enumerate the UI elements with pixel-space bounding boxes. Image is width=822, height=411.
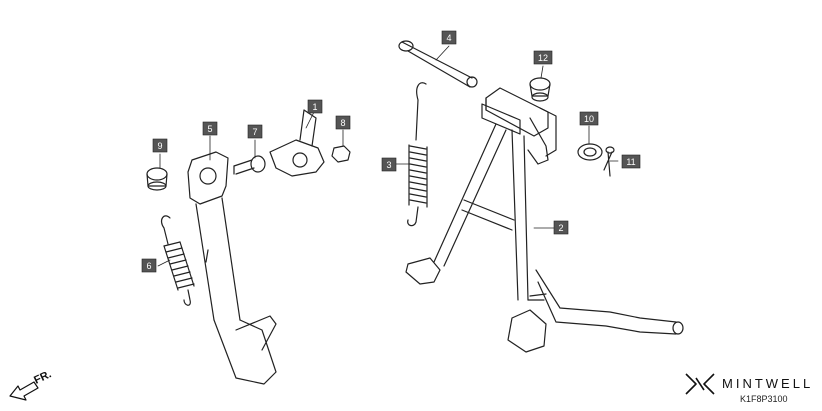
side-stand-spring (160, 215, 195, 306)
callout-3[interactable]: 3 (381, 157, 397, 172)
callout-5[interactable]: 5 (202, 121, 218, 136)
bushing (146, 167, 168, 191)
cotter-pin (603, 146, 615, 177)
callout-label: 1 (312, 102, 317, 112)
main-stand (405, 87, 684, 353)
callout-label: 10 (584, 114, 594, 124)
callout-2[interactable]: 2 (553, 220, 569, 235)
side-stand-switch (269, 109, 325, 177)
leader-lines (157, 45, 619, 267)
callout-label: 8 (340, 118, 345, 128)
callout-label: 12 (538, 53, 548, 63)
callout-label: 3 (386, 160, 391, 170)
main-stand-spring (407, 82, 428, 227)
front-direction-indicator: FR. (9, 368, 53, 401)
callout-label: 7 (252, 127, 257, 137)
stopper-rubber (529, 77, 551, 102)
bolt (233, 155, 266, 175)
callout-label: 4 (446, 33, 451, 43)
direction-label: FR. (32, 368, 53, 386)
nut (331, 145, 351, 163)
side-stand (187, 151, 277, 385)
callout-6[interactable]: 6 (141, 258, 157, 273)
callout-11[interactable]: 11 (621, 154, 641, 169)
callout-1[interactable]: 1 (307, 99, 323, 114)
callout-label: 9 (157, 141, 162, 151)
callout-12[interactable]: 12 (533, 50, 553, 65)
brand-name: MINTWELL (722, 376, 813, 391)
callout-label: 2 (558, 223, 563, 233)
diagram-code: K1F8P3100 (740, 394, 788, 404)
callout-label: 6 (146, 261, 151, 271)
callout-label: 11 (626, 157, 635, 167)
callout-label: 5 (207, 124, 212, 134)
callout-4[interactable]: 4 (441, 30, 457, 45)
callout-9[interactable]: 9 (152, 138, 168, 153)
brand-logo: MINTWELL K1F8P3100 (685, 373, 813, 404)
callout-7[interactable]: 7 (247, 124, 263, 139)
washer (577, 143, 603, 161)
callout-10[interactable]: 10 (579, 111, 599, 126)
callout-8[interactable]: 8 (335, 115, 351, 130)
logo-icon (685, 373, 715, 395)
arrow-icon (9, 381, 39, 401)
pivot-pin (398, 40, 478, 88)
